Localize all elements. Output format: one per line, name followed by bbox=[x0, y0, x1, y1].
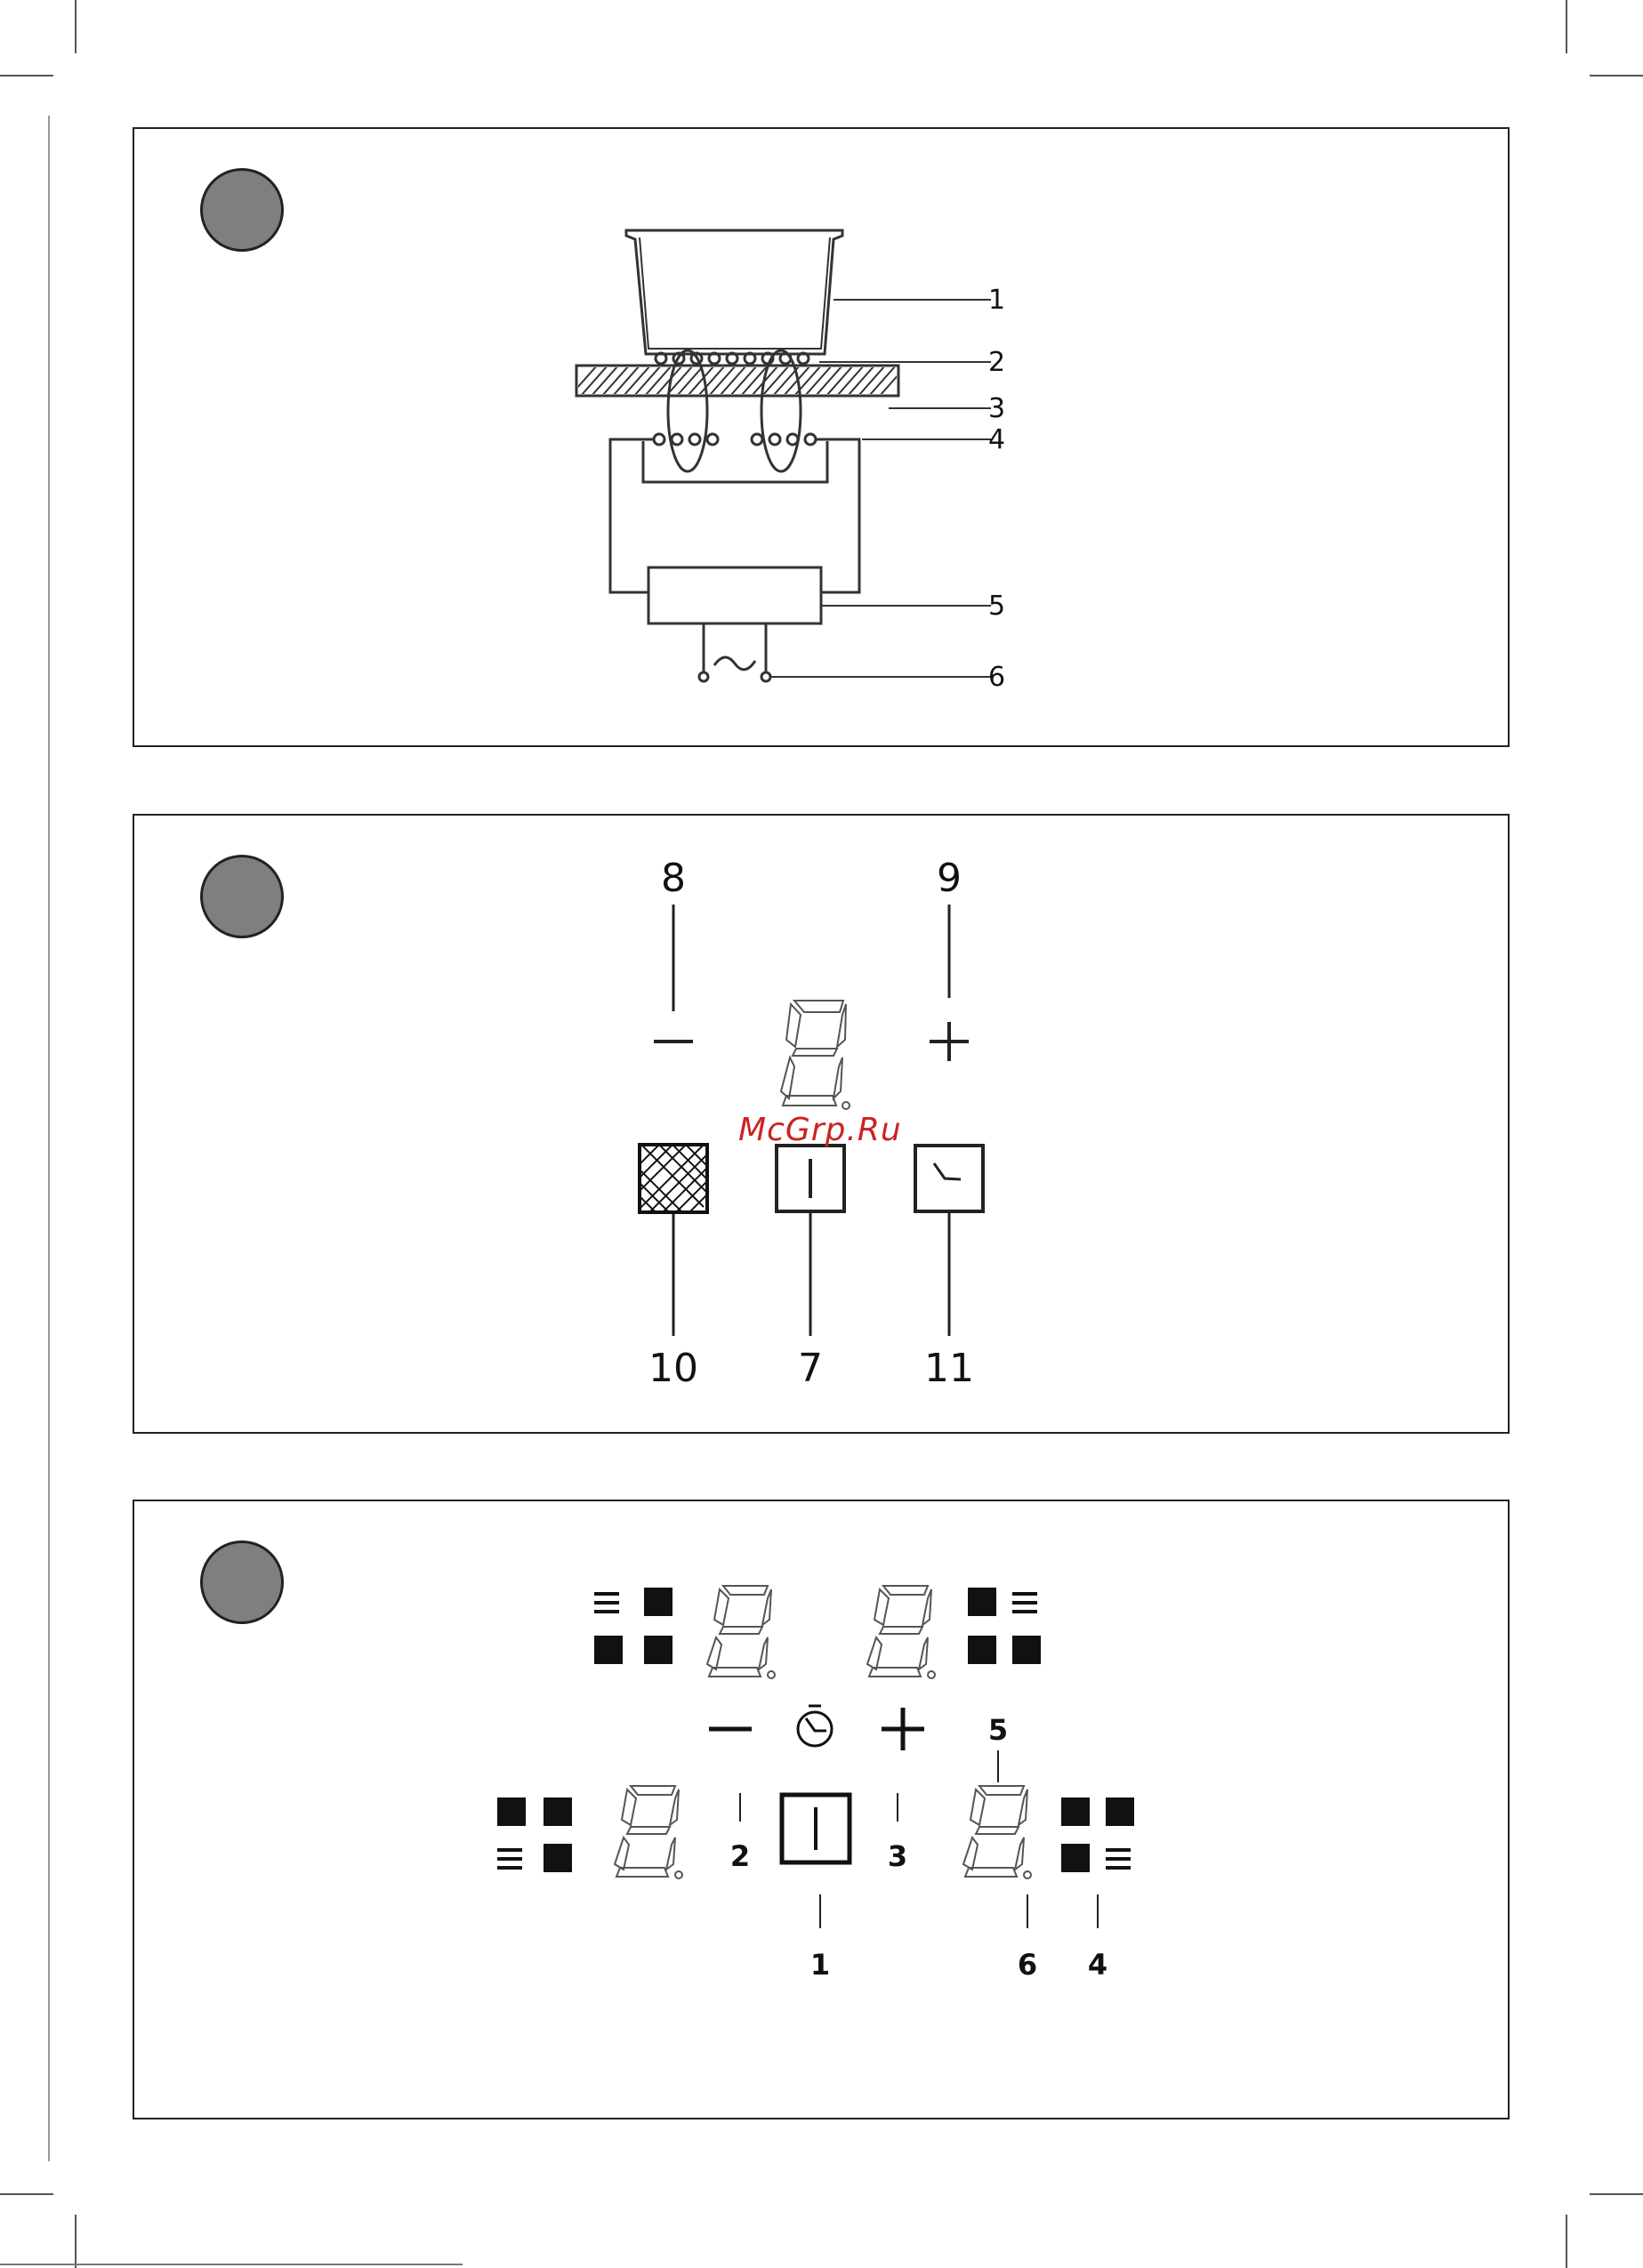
crop-mark bbox=[75, 0, 77, 53]
callout-label: 9 bbox=[937, 856, 962, 901]
generator-box bbox=[648, 567, 821, 623]
crop-mark bbox=[1566, 0, 1567, 53]
crop-mark bbox=[1590, 2193, 1643, 2195]
zone-position-icon bbox=[1061, 1798, 1134, 1872]
figure-control-panel-multi: 2 3 1 5 6 4 bbox=[133, 1500, 1510, 2119]
callout-label: 3 bbox=[988, 393, 1005, 424]
ac-symbol bbox=[714, 657, 755, 670]
power-button[interactable] bbox=[782, 1795, 850, 1862]
binding-line bbox=[48, 116, 50, 2161]
pot-outline bbox=[626, 230, 842, 354]
callout-label: 5 bbox=[988, 1713, 1008, 1747]
callout-label: 4 bbox=[988, 424, 1005, 455]
multi-zone-panel-diagram: 2 3 1 5 6 4 bbox=[134, 1501, 1511, 2121]
plus-button[interactable] bbox=[882, 1708, 924, 1750]
zone-position-icon bbox=[497, 1798, 572, 1872]
plus-button[interactable] bbox=[930, 1022, 969, 1061]
callout-label: 2 bbox=[988, 347, 1005, 378]
callout-label: 11 bbox=[924, 1346, 974, 1391]
power-button[interactable] bbox=[777, 1146, 844, 1211]
callout-label: 2 bbox=[730, 1839, 750, 1873]
callout-label: 6 bbox=[988, 662, 1005, 693]
crop-mark bbox=[1590, 75, 1643, 76]
callout-label: 4 bbox=[1088, 1948, 1107, 1982]
zone-display bbox=[963, 1786, 1031, 1878]
zone-position-icon bbox=[968, 1588, 1041, 1664]
clock-button[interactable] bbox=[798, 1706, 832, 1746]
callout-label: 7 bbox=[798, 1346, 823, 1391]
crop-mark bbox=[0, 2193, 53, 2195]
crop-mark bbox=[75, 2215, 77, 2268]
callout-label: 8 bbox=[661, 856, 686, 901]
callout-label: 10 bbox=[648, 1346, 698, 1391]
zone-display bbox=[615, 1786, 682, 1878]
induction-diagram: 1 2 3 4 5 6 bbox=[134, 129, 1511, 749]
zone-display bbox=[707, 1586, 775, 1678]
figure-induction-principle: 1 2 3 4 5 6 bbox=[133, 127, 1510, 747]
crop-mark bbox=[0, 75, 53, 76]
crop-mark bbox=[1566, 2215, 1567, 2268]
callout-label: 3 bbox=[888, 1839, 907, 1873]
power-level-display bbox=[781, 1001, 850, 1109]
child-lock-button[interactable] bbox=[624, 1136, 726, 1216]
watermark: McGrp.Ru bbox=[738, 1112, 902, 1148]
callout-label: 6 bbox=[1018, 1948, 1037, 1982]
footer-rule bbox=[0, 2264, 463, 2265]
glass-ceramic-hob bbox=[570, 366, 906, 396]
timer-button[interactable] bbox=[915, 1146, 983, 1211]
callout-label: 5 bbox=[988, 591, 1005, 622]
zone-position-icon bbox=[594, 1588, 673, 1664]
callout-label: 1 bbox=[988, 285, 1005, 316]
zone-display bbox=[867, 1586, 935, 1678]
callout-label: 1 bbox=[810, 1948, 830, 1982]
induction-coils bbox=[654, 434, 816, 445]
